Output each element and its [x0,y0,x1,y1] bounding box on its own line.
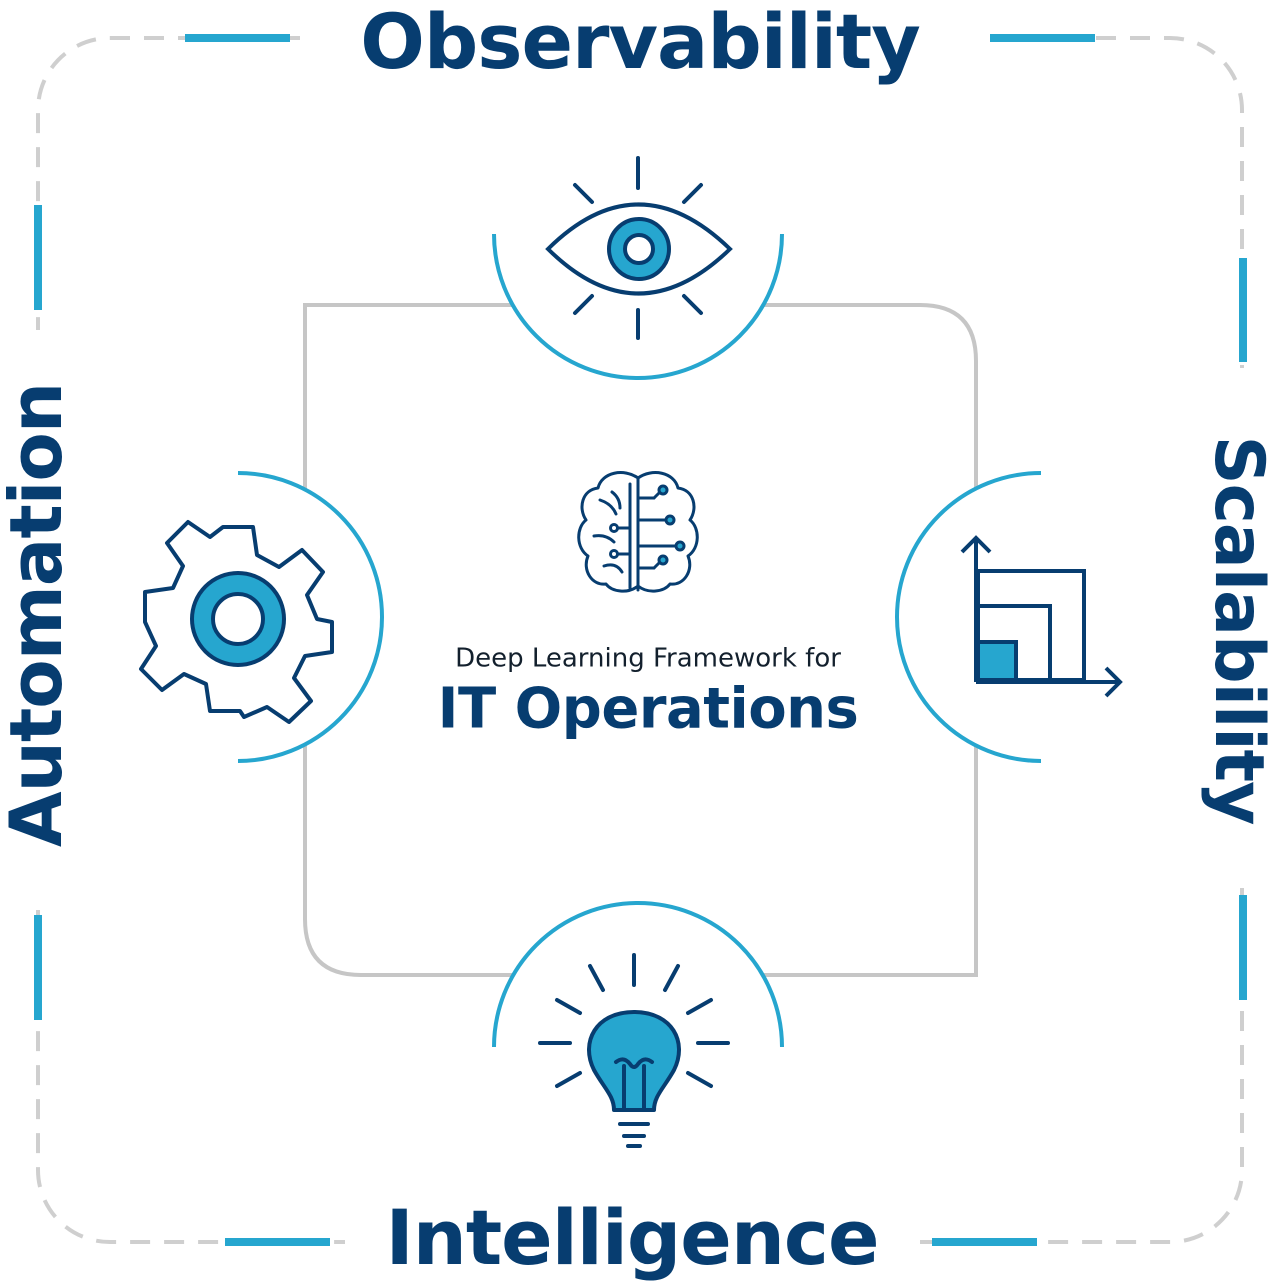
center-subtitle: Deep Learning Framework for [455,643,841,674]
pillar-label-scalability: Scalability [1199,435,1278,825]
center-title: IT Operations [437,676,859,742]
eye-icon [545,156,733,340]
frame-accent-dashes [34,34,1247,1246]
inner-frame [303,303,978,977]
lightbulb-icon [538,953,730,1148]
pillar-label-intelligence: Intelligence [385,1193,879,1282]
icon-arcs [237,233,1042,1048]
scaling-chart-icon [960,535,1123,698]
center-caption: Deep Learning Framework for IT Operation… [438,643,859,744]
pillar-label-observability: Observability [360,0,921,86]
gear-icon [139,520,334,724]
pillar-label-automation: Automation [0,382,78,848]
brain-circuit-icon [577,471,699,593]
